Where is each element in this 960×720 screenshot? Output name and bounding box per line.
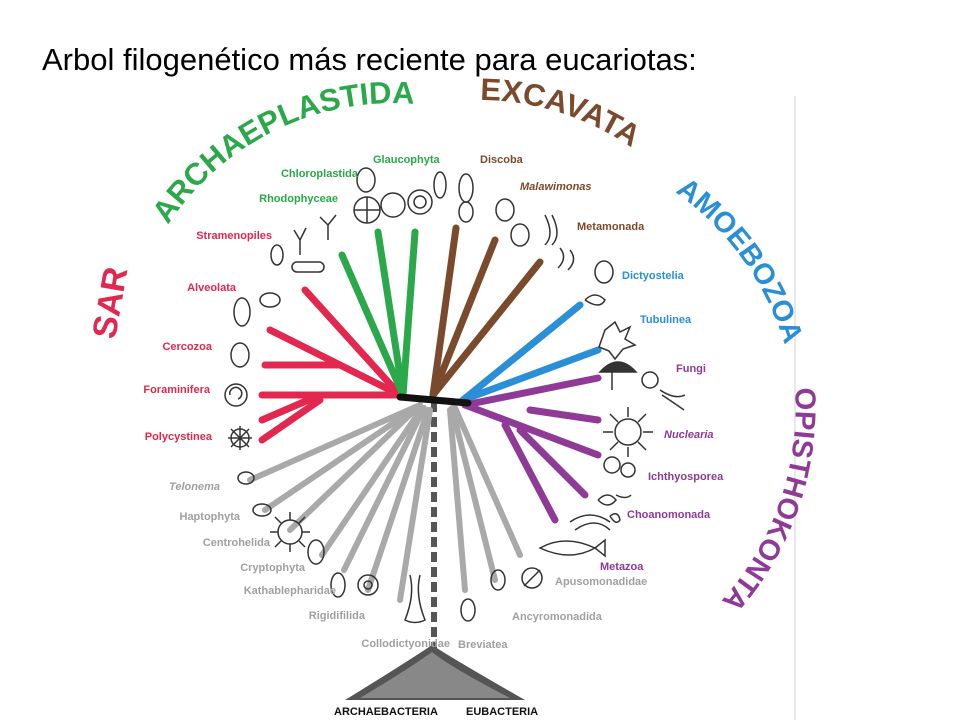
taxon-polycystinea: Polycystinea xyxy=(145,431,213,443)
bacteria-mound xyxy=(345,645,525,700)
supergroup-opisthokonta-label: OPISTHOKONTA xyxy=(716,387,821,617)
taxon-collodictyonidae: Collodictyonidae xyxy=(361,638,450,650)
taxon-breviatea: Breviatea xyxy=(458,639,508,651)
root-connector xyxy=(396,393,472,407)
archaebacteria-label: ARCHAEBACTERIA xyxy=(334,706,438,718)
taxon-chloroplastida: Chloroplastida xyxy=(281,168,359,180)
branches-opisthokonta xyxy=(461,374,602,524)
taxon-ichthyosporea: Ichthyosporea xyxy=(648,471,724,483)
organism-drawings xyxy=(224,167,686,624)
taxon-tubulinea: Tubulinea xyxy=(640,314,692,326)
taxon-ancyromonadida: Ancyromonadida xyxy=(512,611,603,623)
taxon-cryptophyta: Cryptophyta xyxy=(240,562,306,574)
taxon-stramenopiles: Stramenopiles xyxy=(196,230,272,242)
taxon-telonema: Telonema xyxy=(169,481,220,493)
taxon-dictyostelia: Dictyostelia xyxy=(622,270,685,282)
taxon-kathablepharidae: Kathablepharidae xyxy=(244,585,336,597)
taxon-malawimonas: Malawimonas xyxy=(520,181,592,193)
supergroup-excavata-label: EXCAVATA xyxy=(480,72,647,154)
branches-excavata xyxy=(429,224,544,399)
taxon-foraminifera: Foraminifera xyxy=(143,384,211,396)
branches-archaeplastida xyxy=(338,228,419,399)
taxon-metazoa: Metazoa xyxy=(600,561,644,573)
supergroup-amoebozoa-label: AMOEBOZOA xyxy=(671,172,809,347)
taxon-fungi: Fungi xyxy=(676,363,706,375)
eubacteria-label: EUBACTERIA xyxy=(466,706,538,718)
slide-title: Arbol filogenético más reciente para euc… xyxy=(42,42,697,77)
branches-other xyxy=(247,402,523,603)
taxon-cercozoa: Cercozoa xyxy=(162,341,212,353)
branches-sar xyxy=(258,286,404,444)
taxon-discoba: Discoba xyxy=(480,154,524,166)
taxon-centrohelida: Centrohelida xyxy=(203,537,271,549)
branches-amoebozoa xyxy=(459,301,602,404)
taxon-apusomonadidae: Apusomonadidae xyxy=(555,576,647,588)
taxon-rhodophyceae: Rhodophyceae xyxy=(259,193,338,205)
divider-line xyxy=(794,96,796,720)
supergroup-archaeplastida-label: ARCHAEPLASTIDA xyxy=(145,75,415,229)
taxon-haptophyta: Haptophyta xyxy=(180,511,241,523)
supergroup-sar-label: SAR xyxy=(85,264,135,341)
taxon-metamonada: Metamonada xyxy=(577,221,645,233)
taxon-nuclearia: Nuclearia xyxy=(664,429,714,441)
taxon-glaucophyta: Glaucophyta xyxy=(373,154,441,166)
taxon-alveolata: Alveolata xyxy=(187,282,237,294)
taxon-rigidifilida: Rigidifilida xyxy=(309,610,366,622)
taxon-choanomonada: Choanomonada xyxy=(627,509,711,521)
